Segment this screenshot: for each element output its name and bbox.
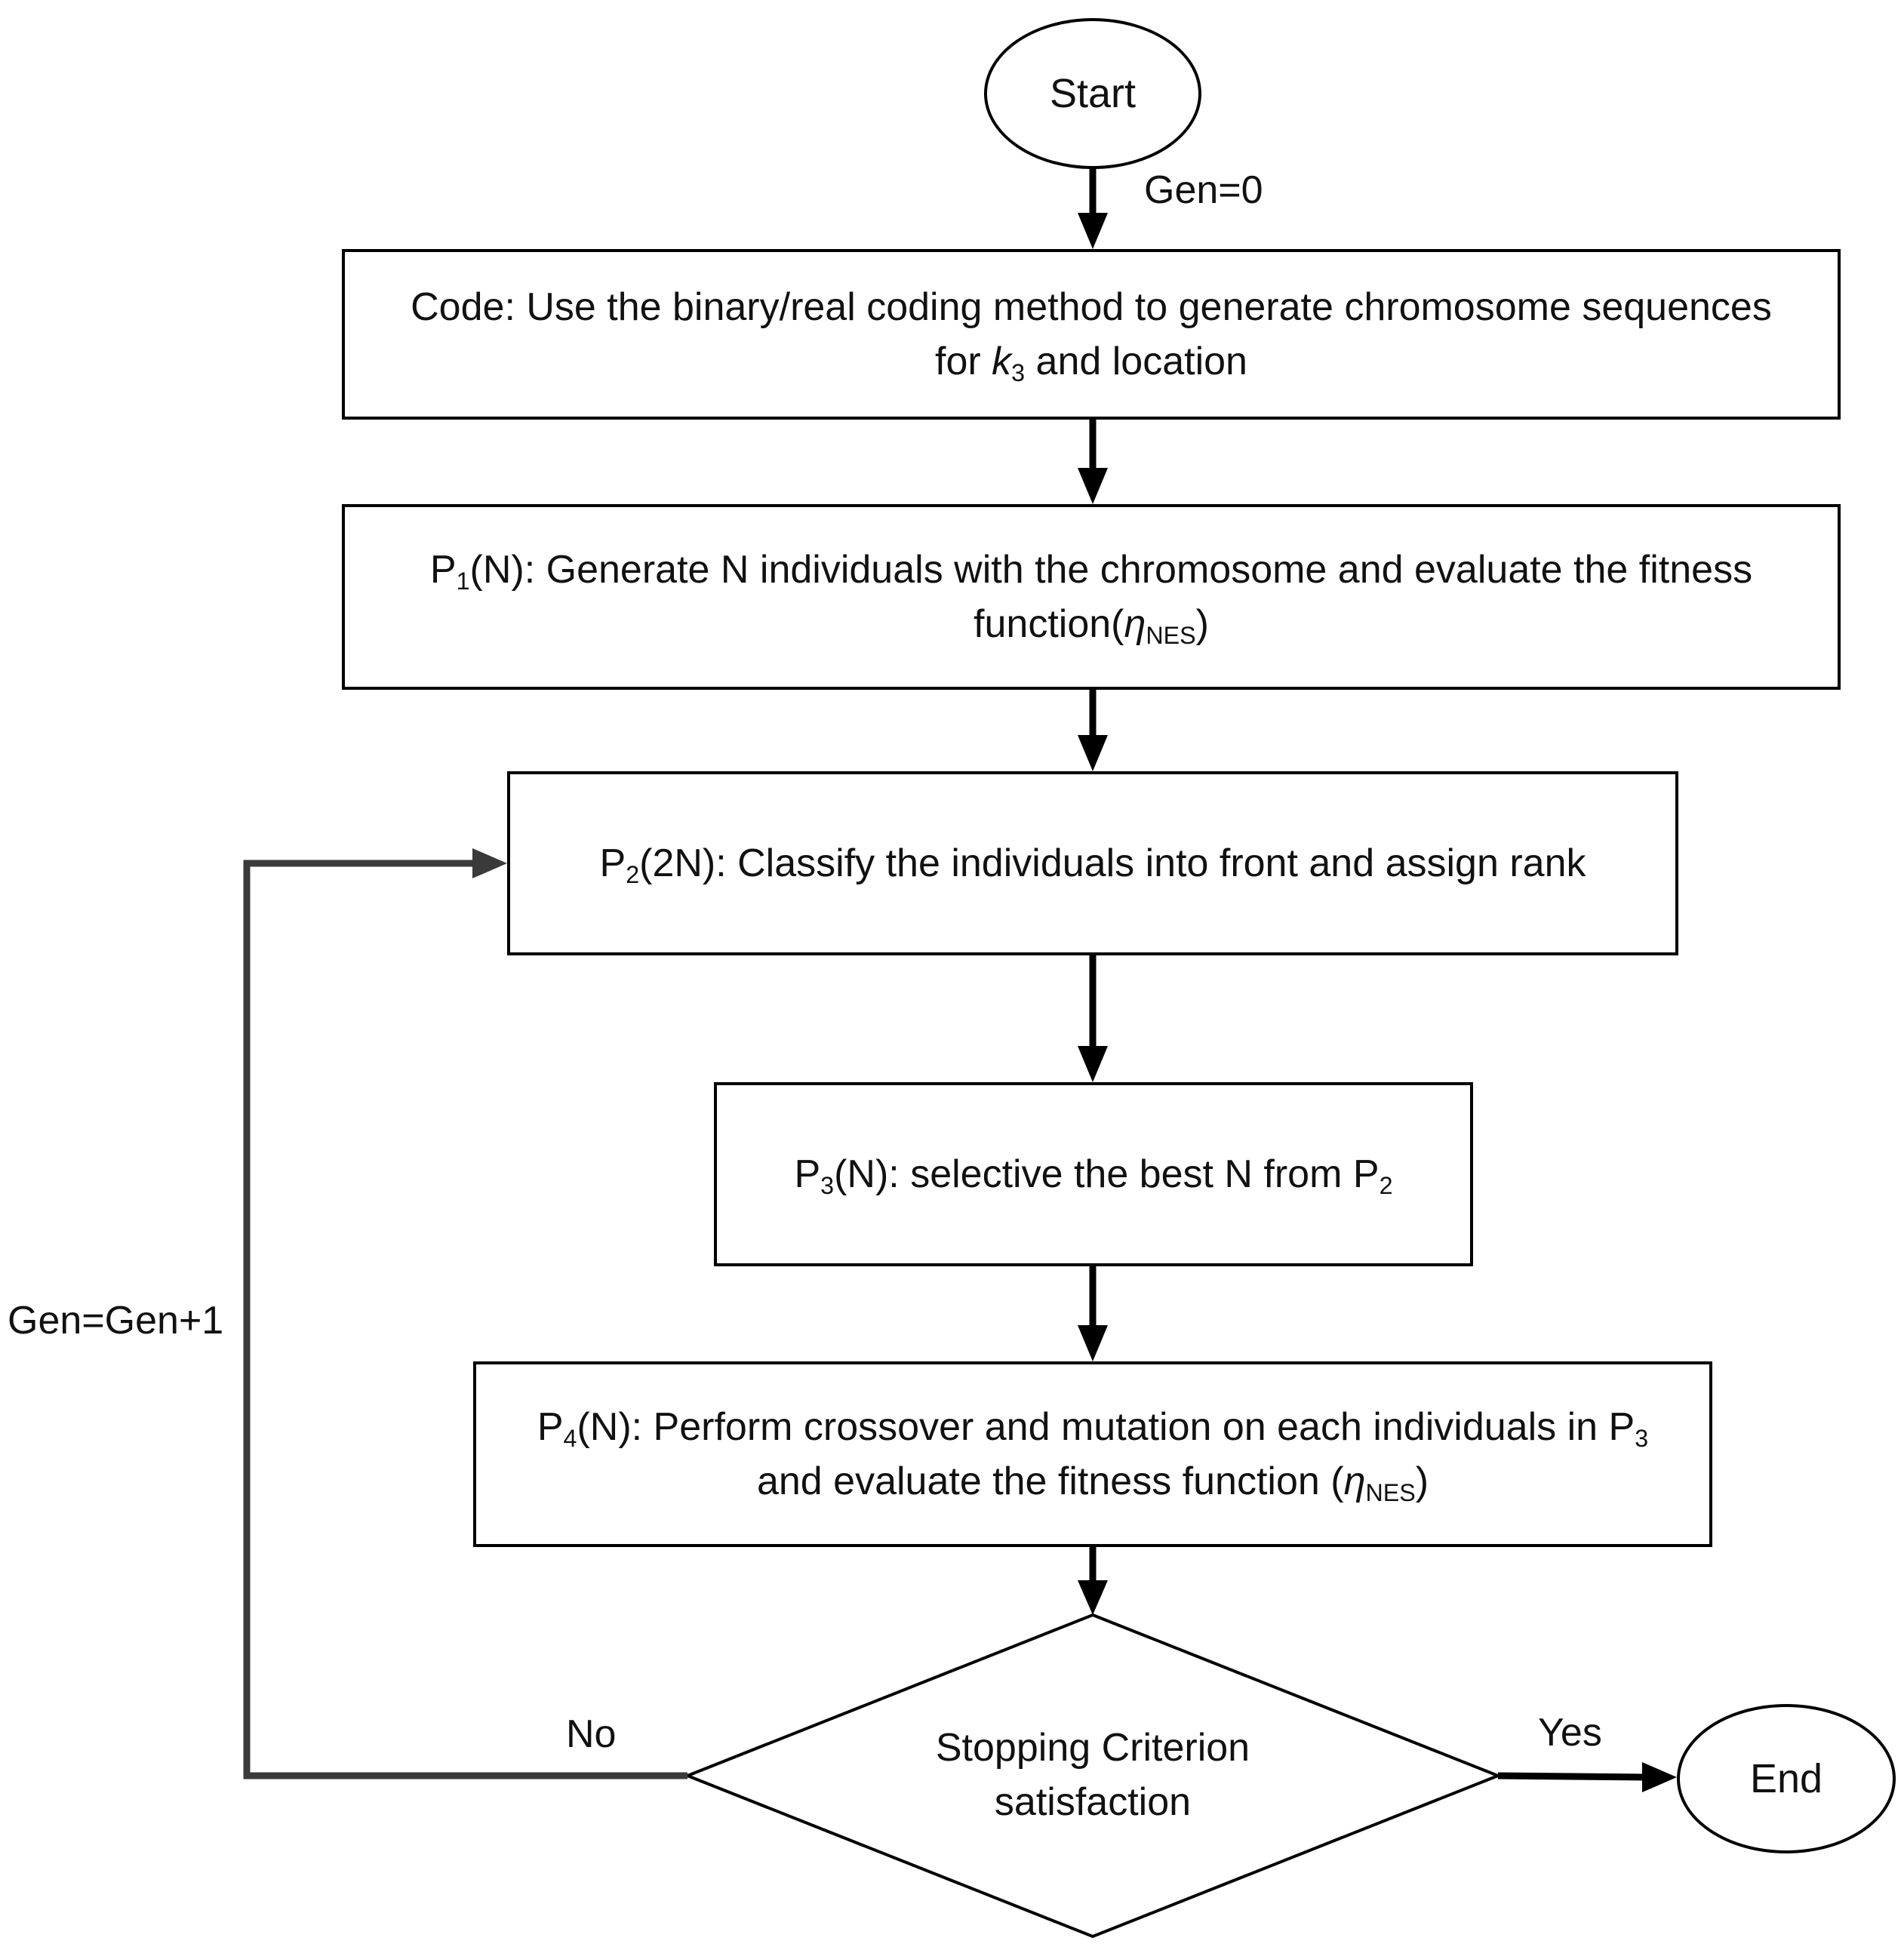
end-terminal: End — [1677, 1704, 1896, 1853]
loop-counter-label: Gen=Gen+1 — [8, 1299, 224, 1343]
arrowhead-loop-to-p2 — [472, 848, 507, 878]
p2-subscript: 2 — [626, 861, 640, 889]
no-branch-label: No — [566, 1712, 617, 1756]
p4-subscript: 4 — [563, 1425, 577, 1453]
p3-prefix: P — [794, 1152, 821, 1196]
p1-prefix: P — [429, 548, 457, 592]
p4-step-line1: P4(N): Perform crossover and mutation on… — [537, 1400, 1648, 1454]
p1-step-box: P1(N): Generate N individuals with the c… — [342, 504, 1841, 690]
decision-text: Stopping Criterion satisfaction — [866, 1721, 1319, 1829]
p1-subscript: 1 — [456, 568, 470, 595]
arrowhead-decision-to-end — [1642, 1762, 1677, 1792]
code-step-location-text: and location — [1025, 340, 1247, 383]
arrow-decision-to-end — [1497, 1772, 1646, 1781]
decision-line2: satisfaction — [994, 1780, 1192, 1824]
arrowhead-p4-to-decision — [1078, 1580, 1108, 1615]
p1-function-text: function( — [974, 602, 1124, 646]
p2-prefix: P — [599, 841, 626, 885]
decision-diamond — [683, 1613, 1503, 1939]
p3-p2-subscript: 2 — [1379, 1172, 1393, 1200]
p3-step-box: P3(N): selective the best N from P2 — [714, 1082, 1473, 1266]
arrowhead-code-to-p1 — [1078, 468, 1108, 504]
p4-prefix: P — [537, 1405, 564, 1449]
p1-step-text: (N): Generate N individuals with the chr… — [469, 548, 1753, 592]
code-step-subscript: 3 — [1011, 359, 1026, 387]
p4-eta-symbol: η — [1343, 1460, 1366, 1503]
arrowhead-p1-to-p2 — [1078, 735, 1108, 771]
code-step-line2: for k3 and location — [411, 334, 1772, 389]
code-step-variable: k — [992, 340, 1012, 383]
p4-p3-subscript: 3 — [1635, 1425, 1649, 1453]
arrowhead-p3-to-p4 — [1078, 1325, 1108, 1361]
p1-step-line2: function(ηNES) — [430, 597, 1752, 651]
p1-eta-symbol: η — [1124, 602, 1146, 646]
yes-branch-label: Yes — [1538, 1711, 1602, 1755]
p2-step-text: (2N): Classify the individuals into fron… — [639, 841, 1586, 885]
p4-evaluate-text: and evaluate the fitness function ( — [756, 1460, 1344, 1503]
decision-line1: Stopping Criterion — [935, 1726, 1250, 1770]
p4-step-text: (N): Perform crossover and mutation on e… — [577, 1405, 1635, 1449]
p3-subscript: 3 — [820, 1172, 835, 1200]
p4-step-box: P4(N): Perform crossover and mutation on… — [473, 1361, 1712, 1547]
start-label: Start — [1049, 71, 1137, 116]
p3-step-text: (N): selective the best N from P — [834, 1152, 1380, 1196]
p1-nes-subscript: NES — [1146, 622, 1196, 650]
code-step-for-text: for — [935, 340, 992, 383]
end-label: End — [1749, 1756, 1823, 1801]
p4-step-line2: and evaluate the fitness function (ηNES) — [537, 1454, 1648, 1509]
p2-step-box: P2(2N): Classify the individuals into fr… — [507, 771, 1678, 955]
gen-zero-label: Gen=0 — [1144, 168, 1263, 212]
loop-back-connector — [243, 860, 687, 1779]
start-terminal: Start — [984, 18, 1201, 169]
code-step-box: Code: Use the binary/real coding method … — [342, 249, 1841, 420]
p1-close-paren: ) — [1195, 602, 1209, 646]
p4-close-paren: ) — [1415, 1460, 1429, 1503]
p4-nes-subscript: NES — [1365, 1479, 1416, 1507]
code-step-line1: Code: Use the binary/real coding method … — [411, 285, 1772, 329]
arrowhead-start-to-code — [1078, 213, 1108, 249]
p1-step-line1: P1(N): Generate N individuals with the c… — [430, 543, 1752, 597]
arrowhead-p2-to-p3 — [1078, 1046, 1108, 1082]
